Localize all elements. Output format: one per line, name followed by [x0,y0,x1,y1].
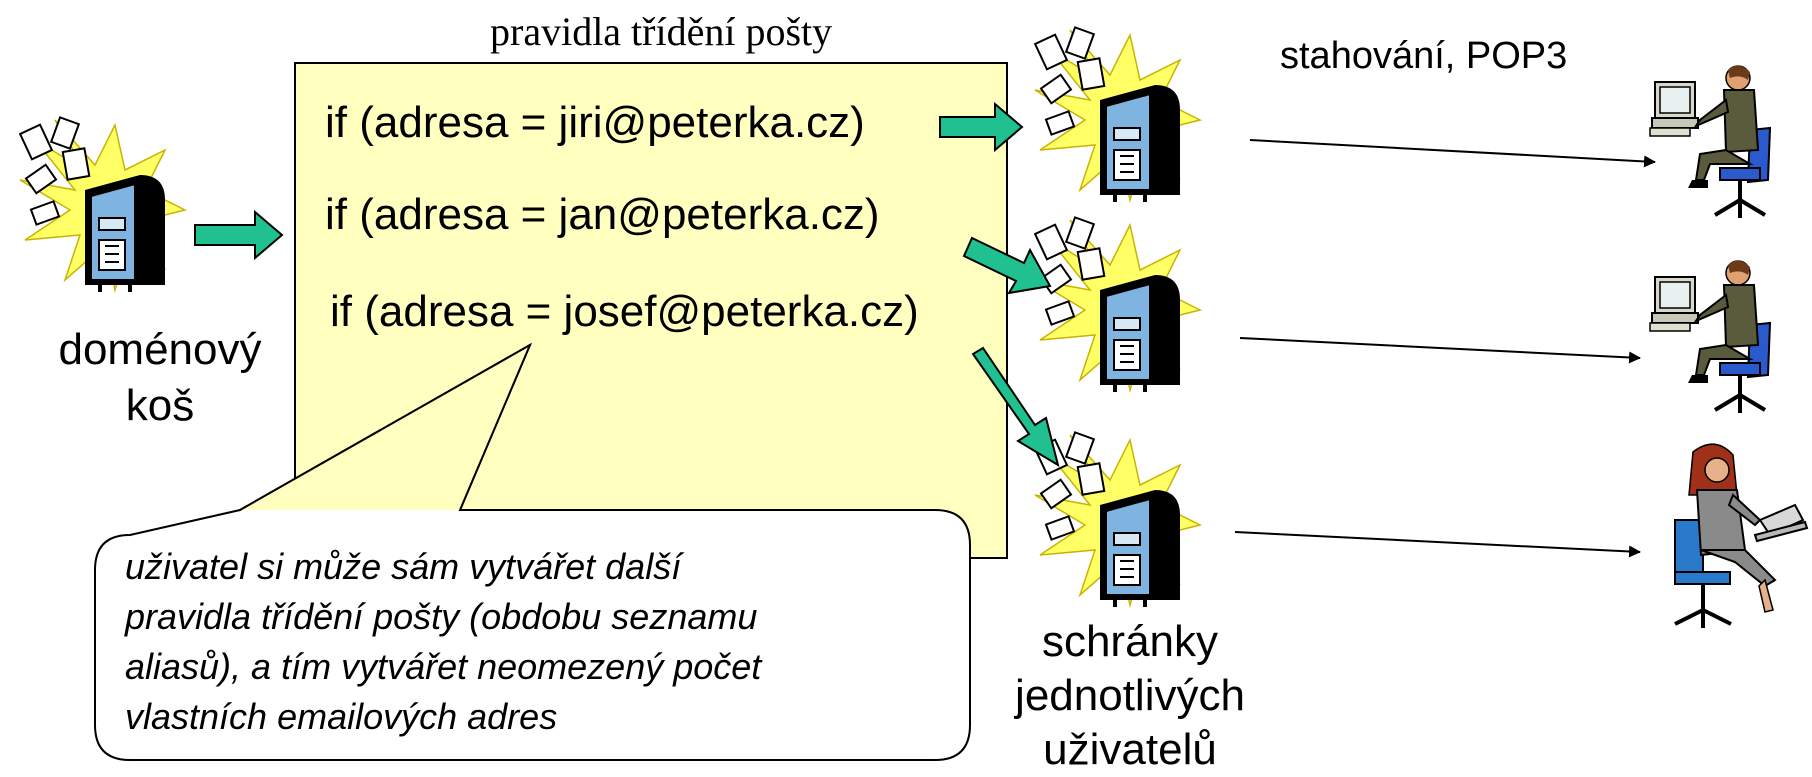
domain-mailbox-icon [18,115,187,294]
user-mailbox-icon-3 [1033,430,1202,609]
pop3-arrow-1 [1249,139,1656,168]
user-man-icon-2 [1648,258,1772,415]
arrow-rule3-to-mailbox3 [971,346,1060,468]
rule-1: if (adresa = jiri@peterka.cz) [325,98,865,147]
callout-line-3: aliasů), a tím vytvářet neomezený počet [125,646,762,687]
user-mailbox-icon-1 [1033,25,1202,204]
download-label: stahování, POP3 [1280,35,1568,77]
mailboxes-label-line3: uživatelů [1043,725,1217,774]
arrow-rule2-to-mailbox2 [962,236,1052,295]
rule-3: if (adresa = josef@peterka.cz) [330,287,919,336]
arrow-rule1-to-mailbox1 [939,101,1024,153]
domain-box-label-line2: koš [125,381,195,430]
pop3-arrow-2 [1239,337,1641,364]
user-woman-icon [1673,442,1809,630]
mailboxes-label-line1: schránky [1041,617,1219,666]
mailboxes-label: schránky jednotlivých uživatelů [1000,615,1260,777]
callout-line-1: uživatel si může sám vytvářet další [125,546,682,587]
arrow-domain-to-rules [194,209,284,261]
user-man-icon-1 [1648,63,1772,220]
callout-line-2: pravidla třídění pošty (obdobu seznamu [125,596,758,637]
user-mailbox-icon-2 [1033,215,1202,394]
domain-box-label-line1: doménový [58,325,262,374]
rule-2: if (adresa = jan@peterka.cz) [325,190,880,239]
domain-box-label: doménový koš [40,322,280,434]
callout-bubble [94,342,971,761]
mailboxes-label-line2: jednotlivých [1015,671,1245,720]
callout-text: uživatel si může sám vytvářet další prav… [125,542,761,742]
pop3-arrow-3 [1234,531,1641,558]
rules-panel-title: pravidla třídění pošty [490,9,833,54]
callout-line-4: vlastních emailových adres [125,696,558,737]
